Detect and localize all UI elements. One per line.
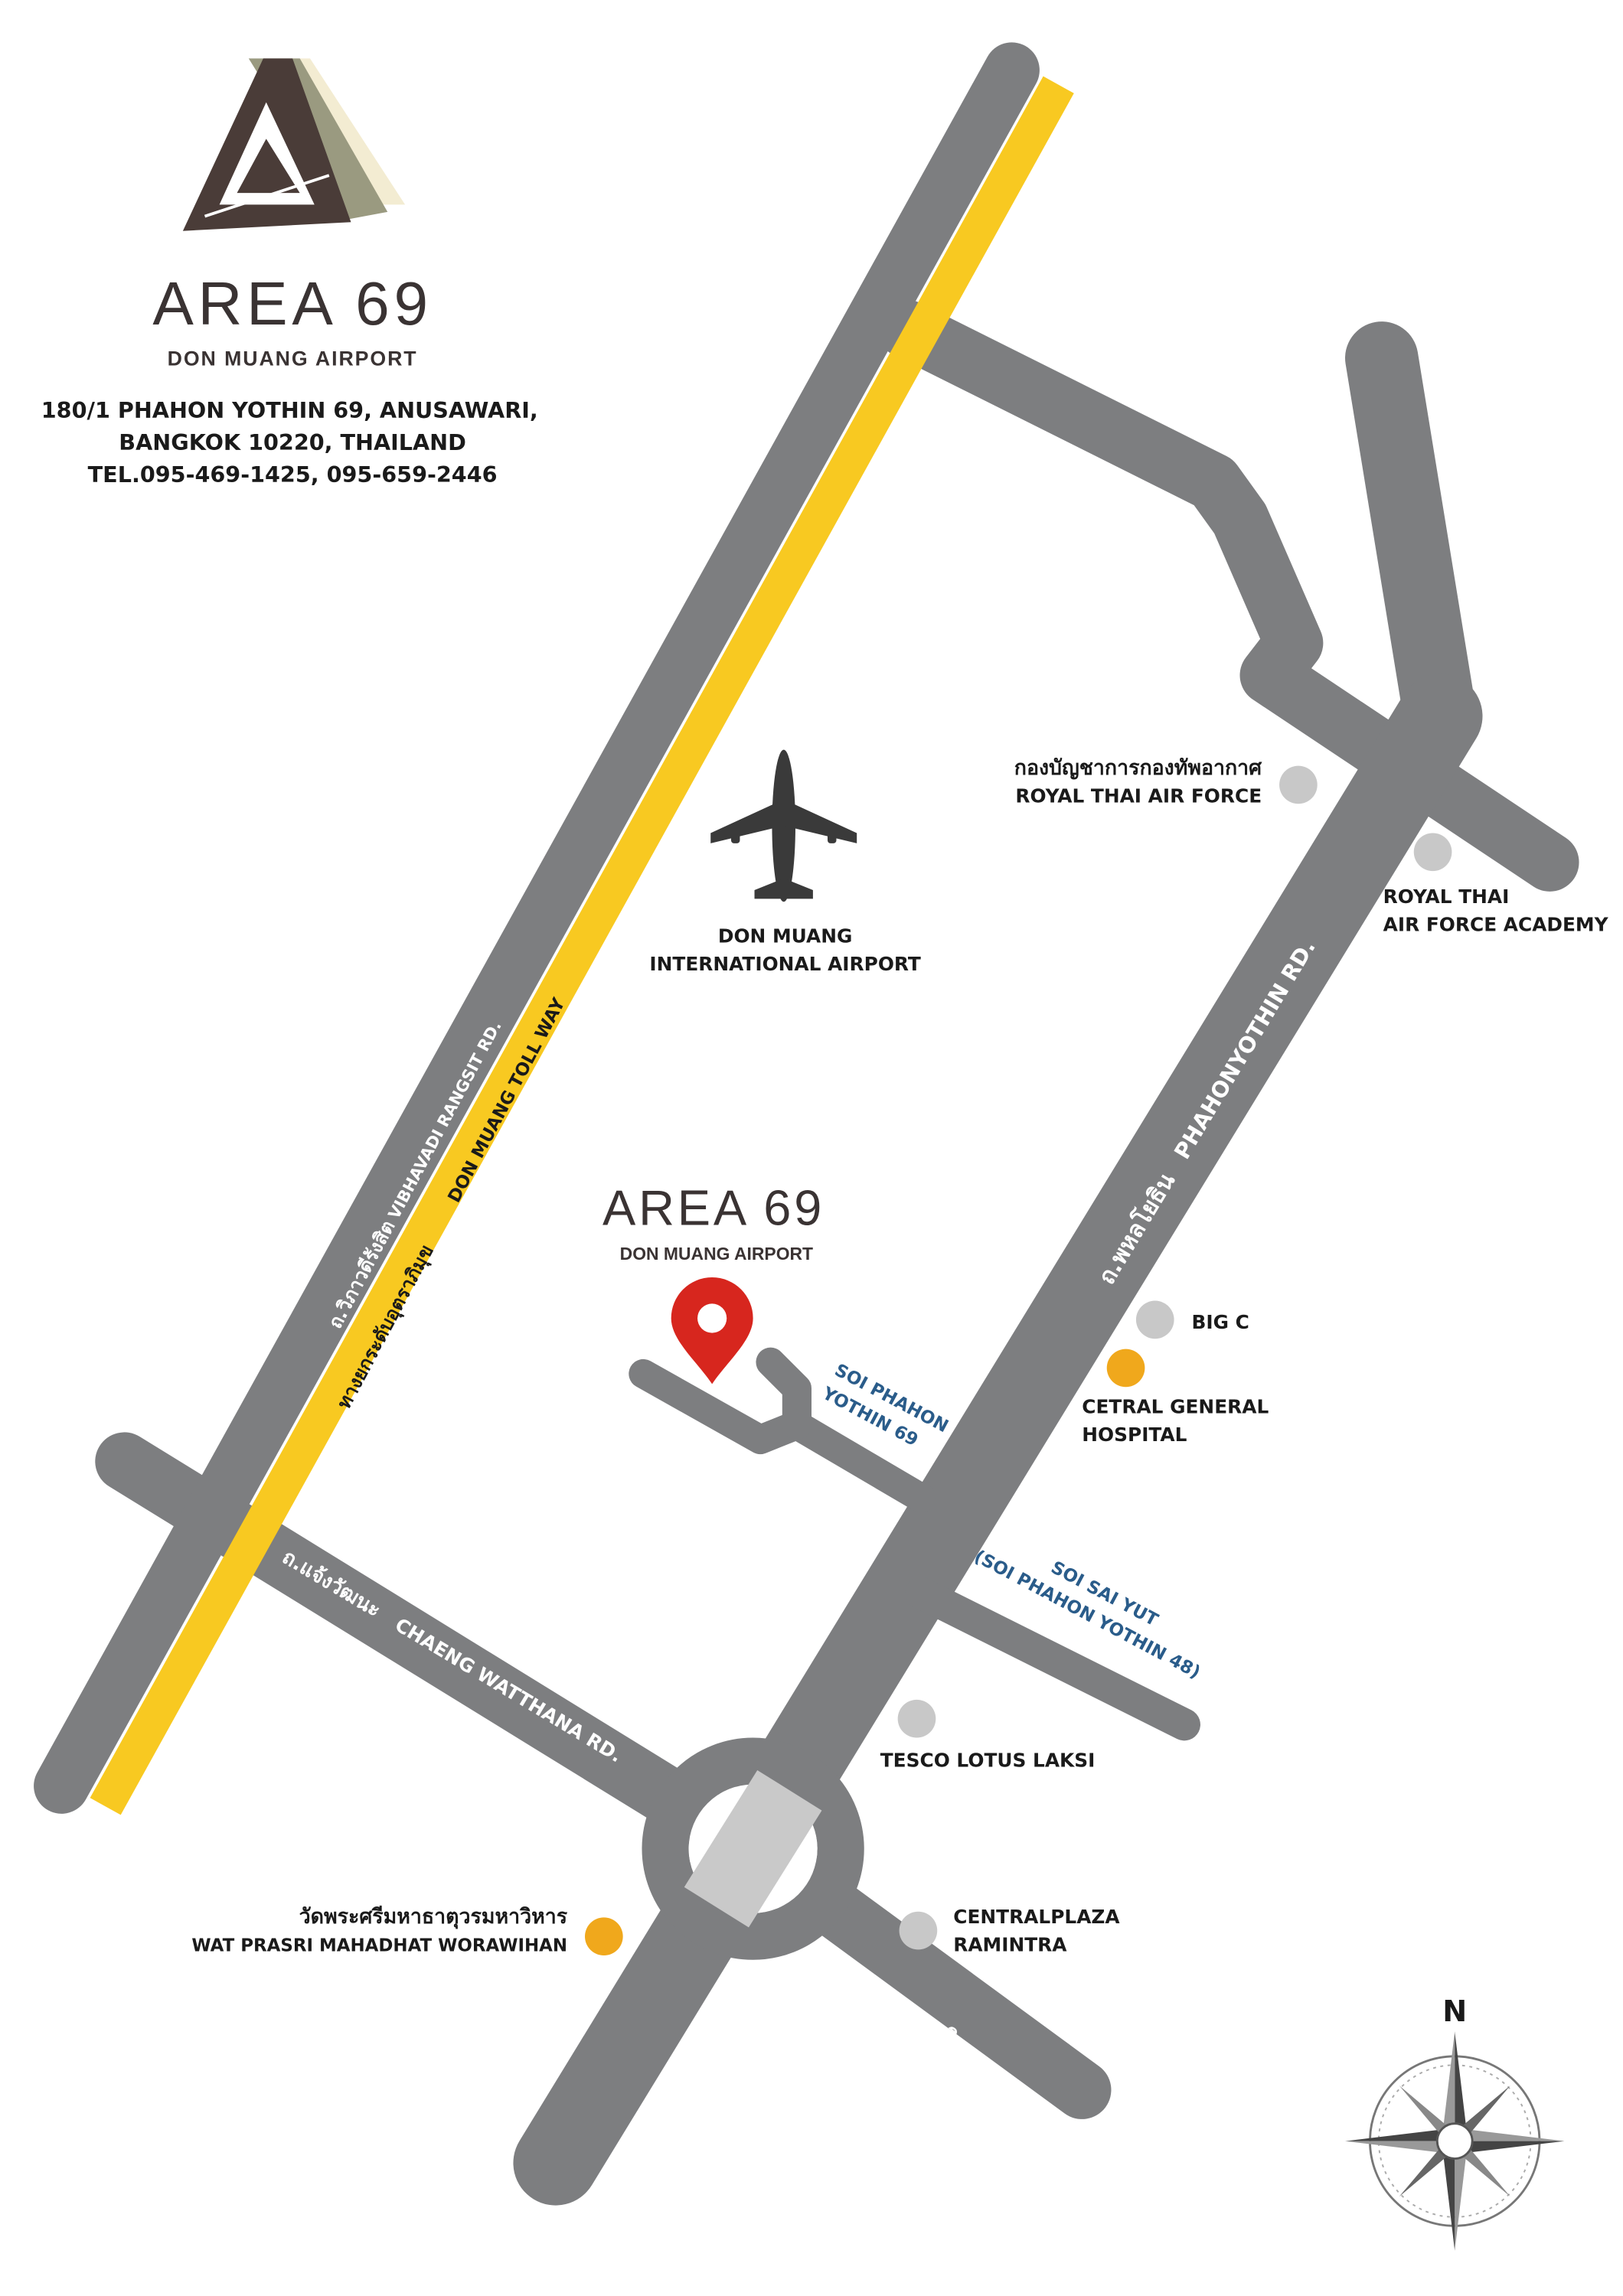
landmark-label: CETRAL GENERAL (1082, 1396, 1269, 1418)
phone-line: TEL.095-469-1425, 095-659-2446 (88, 461, 498, 488)
roads (34, 42, 1579, 2206)
landmark-marker-icon (1135, 1300, 1174, 1339)
landmark-marker-icon (1106, 1349, 1145, 1388)
roundabout (642, 1737, 864, 1960)
soi-69-branch-road (756, 1347, 812, 1440)
landmark-central-general-hospital: CETRAL GENERAL HOSPITAL (1082, 1349, 1269, 1446)
soi-phahon-yothin-69-road (629, 1358, 936, 1513)
airplane-icon (710, 749, 857, 902)
landmark-label: BIG C (1191, 1311, 1249, 1333)
landmark-marker-icon (585, 1917, 623, 1956)
landmark-marker-icon (1279, 765, 1318, 804)
landmark-air-force-academy: ROYAL THAI AIR FORCE ACADEMY (1383, 833, 1609, 935)
compass-north-label: N (1442, 1995, 1467, 2029)
hotel-subtitle: DON MUANG AIRPORT (620, 1244, 813, 1264)
landmark-centralplaza-ramintra: CENTRALPLAZA RAMINTRA (899, 1906, 1120, 1955)
landmark-label: ROYAL THAI (1383, 885, 1510, 908)
roundabout-inner-road (684, 1769, 822, 1928)
landmark-label-th: กองบัญชาการกองทัพอากาศ (1014, 756, 1262, 780)
brand-subtitle: DON MUANG AIRPORT (168, 347, 418, 370)
landmark-label-en: WAT PRASRI MAHADHAT WORAWIHAN (191, 1936, 567, 1955)
landmark-wat-prasri: วัดพระศรีมหาธาตุวรมหาวิหาร WAT PRASRI MA… (191, 1905, 623, 1956)
landmark-label: AIR FORCE ACADEMY (1383, 913, 1609, 935)
brand-title: AREA 69 (152, 269, 433, 338)
landmark-label: RAMINTRA (953, 1933, 1067, 1955)
landmark-label-th: วัดพระศรีมหาธาตุวรมหาวิหาร (299, 1905, 568, 1929)
phahonyothin-north-road (1345, 321, 1477, 753)
area69-logo-icon (182, 58, 406, 231)
landmark-label: HOSPITAL (1082, 1424, 1187, 1446)
address-line2: BANGKOK 10220, THAILAND (119, 429, 466, 455)
compass-rose-icon (1345, 2031, 1565, 2251)
landmark-marker-icon (1413, 833, 1452, 872)
tollway-road (34, 42, 1040, 1814)
landmark-tesco-lotus: TESCO LOTUS LAKSI (880, 1699, 1096, 1772)
airport-label-line2: INTERNATIONAL AIRPORT (649, 953, 921, 975)
soi-sai-yut-road (905, 1577, 1200, 1741)
landmark-label-en: ROYAL THAI AIR FORCE (1015, 784, 1262, 807)
landmark-marker-icon (899, 1911, 938, 1950)
hotel-brand: AREA 69 (603, 1179, 825, 1235)
air-force-road (877, 299, 1579, 892)
landmark-big-c: BIG C (1135, 1300, 1249, 1339)
landmark-marker-icon (897, 1699, 936, 1738)
landmark-label: CENTRALPLAZA (953, 1906, 1120, 1928)
landmark-royal-thai-air-force: กองบัญชาการกองทัพอากาศ ROYAL THAI AIR FO… (1014, 756, 1318, 807)
airport-label-line1: DON MUANG (718, 925, 853, 947)
address-line1: 180/1 PHAHON YOTHIN 69, ANUSAWARI, (41, 397, 538, 423)
landmark-label: TESCO LOTUS LAKSI (880, 1750, 1096, 1772)
tollway-yellow-lane (90, 76, 1074, 1815)
location-pin-icon[interactable] (671, 1277, 753, 1384)
